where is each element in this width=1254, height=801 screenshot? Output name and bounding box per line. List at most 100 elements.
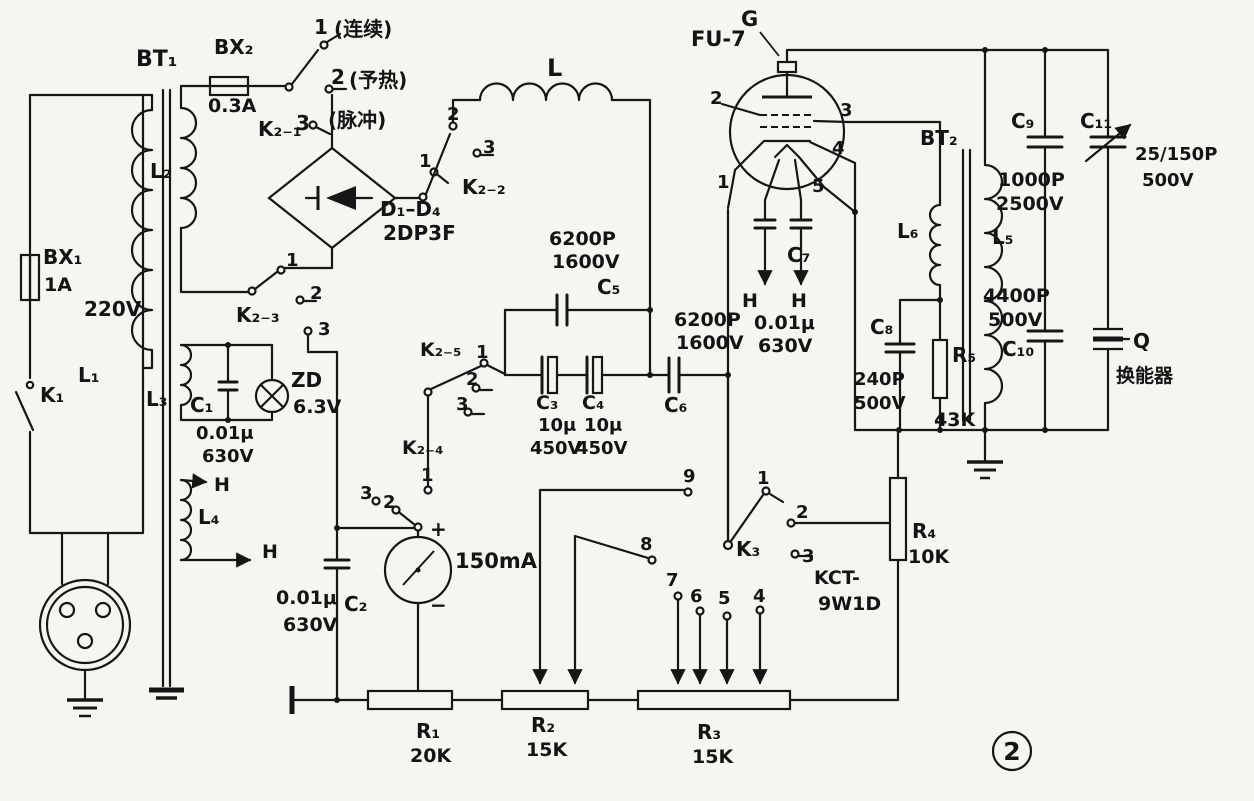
c5-voltage: 1600V: [552, 251, 620, 273]
c1-value: 0.01μ: [196, 423, 254, 444]
cap-c5: [555, 293, 569, 327]
c2-label: C₂: [344, 592, 367, 616]
figure-number-badge: 2: [991, 730, 1033, 772]
k2-5-label: K₂₋₅: [420, 339, 461, 361]
labels: BT₁ BX₂ 0.3A 1 (连续) 2 (予热) 3 (脉冲) K₂₋₁ L…: [40, 7, 1217, 768]
k3-c6: 6: [690, 586, 703, 607]
cap-c3: [540, 355, 559, 395]
k2-5-c1: 1: [476, 342, 489, 363]
l6-label: L₆: [897, 219, 919, 243]
bt1-label: BT₁: [136, 47, 177, 72]
winding-l1: [130, 108, 154, 352]
meter-minus: −: [430, 593, 447, 617]
meter-label: 150mA: [455, 549, 538, 573]
meter-150ma: [383, 535, 453, 605]
k3-type-line1: KCT-: [814, 567, 860, 589]
c7-h-right: H: [791, 290, 807, 312]
tube-pin2: 2: [710, 88, 723, 109]
fuse-bx2: [208, 75, 250, 97]
l1-label: L₁: [78, 363, 100, 387]
winding-l5: [983, 163, 1004, 405]
r1-label: R₁: [416, 719, 440, 743]
k2-3-label: K₂₋₃: [236, 303, 280, 327]
fuse-bx1: [19, 253, 41, 302]
bridge-label: D₁–D₄: [380, 197, 441, 221]
bt2-ground: [967, 460, 1003, 480]
junction-dots: [225, 47, 1048, 703]
c7-h-left: H: [742, 290, 758, 312]
h-lower-label: H: [262, 541, 278, 563]
c10-label: C₁₀: [1002, 337, 1034, 361]
l5-label: L₅: [992, 225, 1014, 249]
k2-4-c3: 3: [360, 483, 373, 504]
switch-k2-2: [418, 121, 482, 202]
c10-value: 4400P: [983, 285, 1050, 307]
c7-value: 0.01μ: [754, 312, 815, 334]
bridge-type: 2DP3F: [383, 221, 456, 245]
k2-4-c2: 2: [383, 492, 396, 513]
lamp-zd: [254, 378, 290, 414]
transducer-name: 换能器: [1116, 364, 1174, 387]
c3-label: C₃: [536, 392, 558, 414]
k2-1-pos3-name: (脉冲): [328, 108, 386, 132]
c3-value: 10μ: [538, 415, 576, 436]
c9-label: C₉: [1011, 109, 1034, 133]
c6-label: C₆: [664, 393, 687, 417]
c1-voltage: 630V: [202, 446, 254, 467]
r5-label: R₅: [952, 343, 976, 367]
l4-label: L₄: [198, 505, 220, 529]
plug-ground: [67, 668, 103, 718]
k2-5-c2: 2: [466, 369, 479, 390]
k2-3-c3: 3: [318, 319, 331, 340]
vacuum-tube-fu7: [728, 31, 846, 191]
c2-voltage: 630V: [283, 614, 338, 636]
bx1-label: BX₁: [43, 245, 82, 269]
c2-value: 0.01μ: [276, 587, 337, 609]
zd-label: ZD: [291, 368, 322, 392]
cap-c6: [667, 356, 681, 394]
bridge-rectifier: [267, 146, 397, 250]
k2-2-label: K₂₋₂: [462, 175, 506, 199]
mains-voltage: 220V: [84, 297, 142, 321]
cap-c9: [1026, 135, 1064, 149]
resistor-r2: [500, 689, 590, 711]
c8-value: 240P: [854, 369, 905, 390]
choke-label: L: [547, 54, 562, 82]
c7-label: C₇: [787, 243, 810, 267]
cap-c10: [1026, 329, 1064, 343]
k2-4-label: K₂₋₄: [402, 437, 443, 459]
r3-label: R₃: [697, 720, 721, 744]
c4-value: 10μ: [584, 415, 622, 436]
k3-c4: 4: [753, 586, 766, 607]
k3-c7: 7: [666, 570, 679, 591]
transducer-label: Q: [1133, 329, 1150, 353]
choke-coil: [478, 82, 614, 102]
power-plug: [38, 578, 132, 672]
tube-type: FU-7: [691, 27, 746, 51]
c7-voltage: 630V: [758, 335, 813, 357]
transducer-q: [1093, 327, 1123, 351]
tube-grid-cap-label: G: [741, 7, 758, 31]
c10-voltage: 500V: [988, 309, 1043, 331]
c6-value: 6200P: [674, 309, 741, 331]
k2-1-pos3: 3: [296, 111, 310, 135]
k3-label: K₃: [736, 537, 760, 561]
r2-value: 15K: [526, 739, 568, 761]
k3-c5: 5: [718, 588, 731, 609]
r2-label: R₂: [531, 713, 555, 737]
c4-label: C₄: [582, 392, 604, 414]
tube-pin5: 5: [812, 176, 825, 197]
tube-pin4: 4: [832, 138, 845, 159]
bx2-rating: 0.3A: [208, 95, 257, 117]
winding-l6: [928, 203, 942, 287]
k3-c1: 1: [757, 468, 770, 489]
k2-5-c3: 3: [456, 394, 469, 415]
l3-label: L₃: [146, 387, 168, 411]
cap-c1: [217, 380, 239, 392]
k3-c9: 9: [683, 466, 696, 487]
k1-label: K₁: [40, 383, 64, 407]
c5-label: C₅: [597, 275, 620, 299]
k2-2-c2: 2: [447, 104, 460, 125]
c5-value: 6200P: [549, 228, 616, 250]
